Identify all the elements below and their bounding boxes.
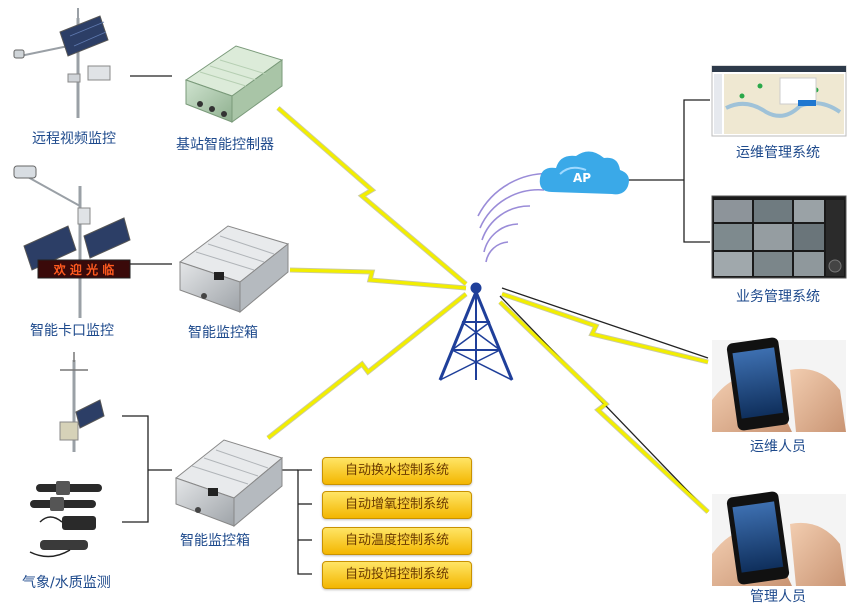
smart-gate-pole-icon: [13, 165, 131, 318]
label-ops-staff: 运维人员: [750, 439, 806, 455]
label-smart-gate: 智能卡口监控: [30, 323, 114, 339]
control-oxygen-button[interactable]: 自动增氧控制系统: [322, 491, 472, 519]
ops-system-screenshot: [711, 65, 847, 137]
lightning-box2-link: [267, 292, 467, 440]
mgmt-staff-phone-icon: [712, 491, 846, 586]
label-biz-system: 业务管理系统: [736, 289, 820, 305]
control-temperature-button[interactable]: 自动温度控制系统: [322, 527, 472, 555]
radio-wave-icon: [477, 172, 557, 263]
wireless-links: [266, 106, 710, 514]
bracket-controls: [297, 469, 312, 575]
base-controller-device-icon: [184, 45, 284, 123]
lightning-ops-staff-link: [501, 292, 709, 364]
water-quality-sensors-icon: [29, 481, 102, 558]
lightning-box1-link: [289, 268, 467, 290]
smart-monitor-box-1-icon: [178, 225, 290, 314]
ops-staff-phone-icon: [712, 337, 846, 432]
label-mgmt-staff: 管理人员: [750, 589, 806, 605]
ap-cloud-icon: [539, 151, 629, 195]
bracket-systems: [683, 99, 710, 243]
lightning-controller-link: [276, 106, 468, 286]
control-feeding-button[interactable]: 自动投饵控制系统: [322, 561, 472, 589]
label-weather-water: 气象/水质监测: [22, 575, 111, 591]
signal-tower-icon: [438, 282, 514, 381]
label-base-controller: 基站智能控制器: [176, 137, 274, 153]
remote-video-pole-icon: [13, 8, 111, 118]
label-ap: AP: [573, 171, 592, 185]
biz-system-screenshot: [711, 195, 847, 279]
bracket-weather: [122, 415, 149, 523]
smart-monitor-box-2-icon: [174, 439, 284, 528]
label-ops-system: 运维管理系统: [736, 145, 820, 161]
weather-station-icon: [59, 352, 105, 452]
label-smart-box-1: 智能监控箱: [188, 325, 258, 341]
line-tower-to-ops-staff: [501, 287, 709, 359]
control-water-exchange-button[interactable]: 自动换水控制系统: [322, 457, 472, 485]
led-welcome-sign: 欢 迎 光 临: [53, 262, 115, 277]
lightning-mgmt-staff-link: [498, 300, 710, 514]
label-smart-box-2: 智能监控箱: [180, 533, 250, 549]
label-remote-video: 远程视频监控: [32, 131, 116, 147]
